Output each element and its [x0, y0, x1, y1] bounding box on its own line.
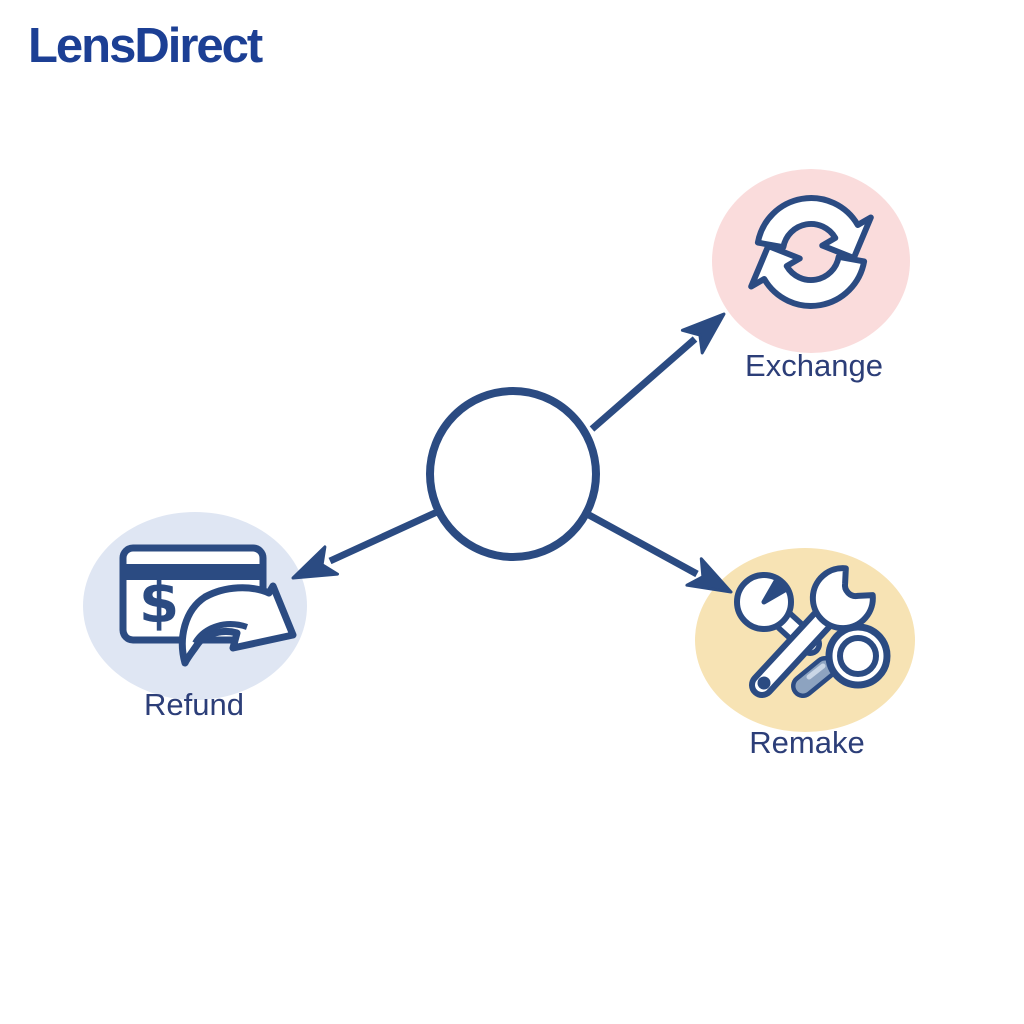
refund-card-icon: $: [119, 544, 297, 667]
swoosh-fold-line: [192, 621, 248, 645]
magnifier-grip-highlight: [806, 663, 826, 680]
card-stripe: [126, 564, 260, 580]
exchange-node-bg: [712, 169, 910, 353]
brand-logo: LensDirect: [28, 19, 263, 73]
refund-label: Refund: [144, 687, 244, 722]
arrow-to-exchange: [589, 312, 726, 432]
magnifier-grip: [795, 660, 833, 694]
sync-arrows-icon: [748, 195, 874, 309]
magnifier-ring-inner: [837, 635, 879, 677]
center-node: [426, 387, 600, 561]
tools-magnifier-icon: [734, 565, 891, 698]
arrow-to-remake: [587, 511, 733, 594]
sync-arrow-top: [754, 195, 874, 262]
arrow-line: [589, 336, 698, 432]
arrow-line: [587, 511, 699, 578]
dollar-sign: $: [139, 568, 179, 636]
round-tool-notch: [761, 576, 790, 605]
sync-arrow-bottom: [748, 242, 868, 309]
remake-label: Remake: [749, 725, 865, 760]
arrowhead: [291, 545, 339, 580]
wrench-handle-dot: [757, 676, 771, 690]
exchange-label: Exchange: [745, 348, 883, 383]
arrowhead: [680, 312, 726, 355]
arrow-line: [328, 508, 439, 565]
arrow-to-refund: [291, 508, 439, 580]
arrowhead: [685, 557, 733, 594]
